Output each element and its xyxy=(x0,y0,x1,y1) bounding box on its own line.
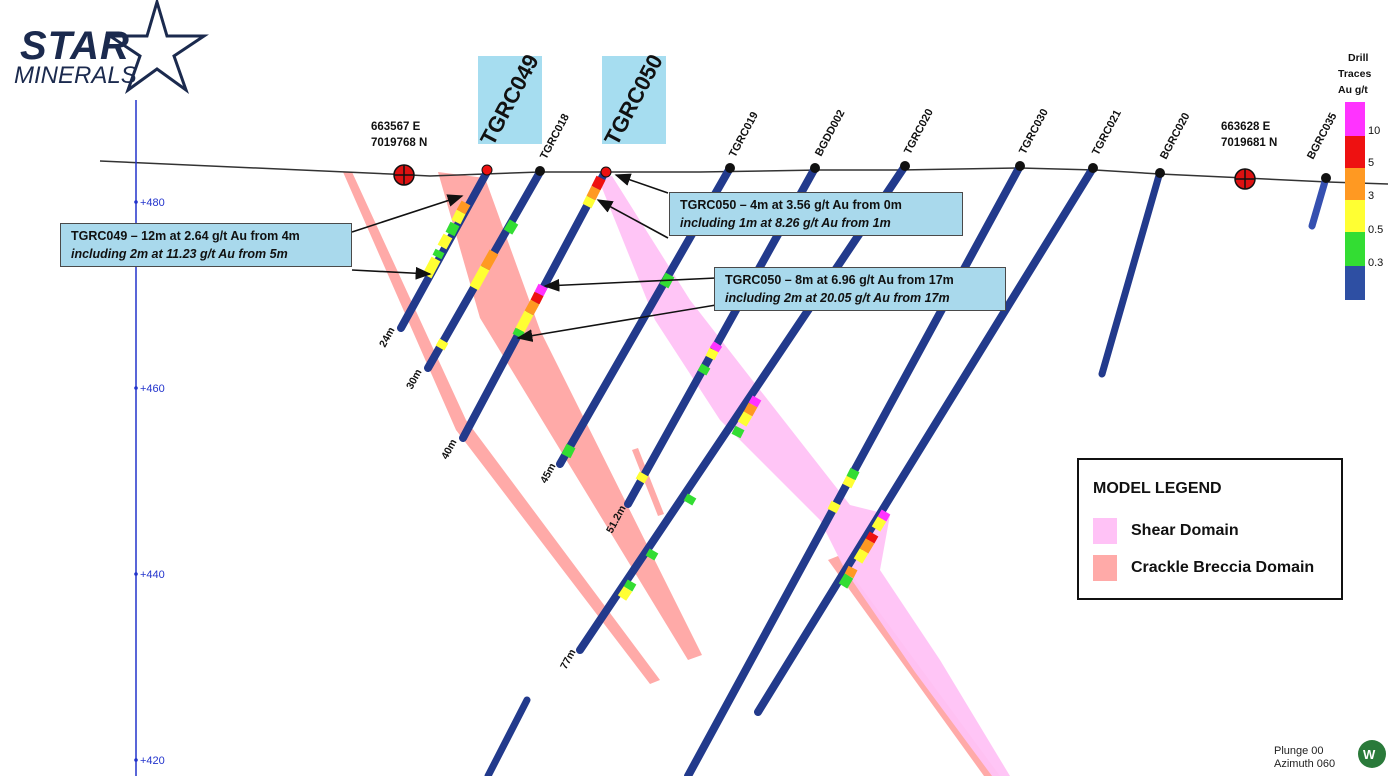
grid-marker-west xyxy=(393,164,415,186)
logo-line-2: MINERALS xyxy=(14,62,137,89)
topography-line xyxy=(99,160,1388,185)
depth-label-tgrc050: 40m xyxy=(439,437,459,461)
collars xyxy=(481,161,1331,183)
hole-label-tgrc030: TGRC030 xyxy=(1017,107,1051,156)
hole-label-bgrc035: BGRC035 xyxy=(1305,111,1339,161)
logo-line-1: STAR xyxy=(20,24,130,68)
shear-domain-swatch xyxy=(1093,518,1117,544)
collar-bgdd002 xyxy=(810,163,820,173)
hole-label-tgrc050-text: TGRC050 xyxy=(599,50,668,150)
grade-legend-title-2: Traces xyxy=(1338,68,1371,80)
model-legend-title: MODEL LEGEND xyxy=(1093,480,1222,497)
drill-hole-tgrc021 xyxy=(754,164,1097,716)
collar-tgrc030 xyxy=(1015,161,1025,171)
collar-northing-west: 7019768 N xyxy=(371,137,427,149)
grade-swatch-05-3 xyxy=(1345,200,1365,232)
logo: STAR MINERALS xyxy=(14,24,137,89)
collar-tgrc021 xyxy=(1088,163,1098,173)
collar-northing-east: 7019681 N xyxy=(1221,137,1277,149)
grade-break-05: 0.5 xyxy=(1368,224,1383,236)
hole-label-tgrc050: TGRC050 xyxy=(599,50,668,149)
collar-tgrc019 xyxy=(725,163,735,173)
azimuth-label: Azimuth 060 xyxy=(1274,758,1336,770)
grade-legend: Drill Traces Au g/t 10 5 3 0.5 0.3 xyxy=(1338,52,1383,300)
grade-break-10: 10 xyxy=(1368,125,1380,137)
hole-label-tgrc049: TGRC049 xyxy=(475,50,544,149)
plunge-label: Plunge 00 xyxy=(1274,745,1324,757)
crackle-breccia-label: Crackle Breccia Domain xyxy=(1131,559,1315,576)
depth-label-tgrc049: 24m xyxy=(377,325,397,349)
breccia-zone-1 xyxy=(343,172,660,684)
drill-hole-fragment xyxy=(484,696,531,780)
elevation-tick-480: +480 xyxy=(140,197,165,209)
hole-label-tgrc049-text: TGRC049 xyxy=(475,50,544,150)
breccia-zone-4 xyxy=(632,448,664,516)
grid-reference-markers: 663567 E 7019768 N 663628 E 7019681 N xyxy=(371,121,1277,190)
drill-hole-tgrc020 xyxy=(576,162,909,654)
callout-line-1: TGRC050 – 8m at 6.96 g/t Au from 17m xyxy=(725,273,954,287)
collar-bgrc020 xyxy=(1155,168,1165,178)
callout-line-1: TGRC050 – 4m at 3.56 g/t Au from 0m xyxy=(680,198,902,212)
grade-swatch-lt03 xyxy=(1345,266,1365,300)
svg-text:W: W xyxy=(1363,747,1376,762)
collar-bgrc035 xyxy=(1321,173,1331,183)
callout-line-2: including 2m at 20.05 g/t Au from 17m xyxy=(725,291,950,305)
collar-easting-west: 663567 E xyxy=(371,121,421,133)
hole-label-bgrc020: BGRC020 xyxy=(1158,111,1192,161)
view-orientation: Plunge 00 Azimuth 060 xyxy=(1274,745,1335,771)
depth-label-tgrc018: 30m xyxy=(404,367,424,391)
shear-domain-label: Shear Domain xyxy=(1131,522,1239,539)
crackle-breccia-swatch xyxy=(1093,555,1117,581)
callout-line-2: including 1m at 8.26 g/t Au from 1m xyxy=(680,216,891,230)
assay-intervals xyxy=(422,175,891,601)
model-legend: MODEL LEGEND Shear Domain Crackle Brecci… xyxy=(1077,458,1343,600)
grade-swatch-5-10 xyxy=(1345,136,1365,168)
callout-arrows xyxy=(351,173,717,342)
breccia-zone-2 xyxy=(438,172,702,660)
drill-hole-bgrc020 xyxy=(1098,168,1164,378)
grid-marker-east xyxy=(1234,168,1256,190)
orientation-compass-icon: W xyxy=(1358,740,1386,768)
hole-label-tgrc018: TGRC018 xyxy=(538,112,572,161)
shear-zone xyxy=(598,176,1010,776)
grade-swatch-03-05 xyxy=(1345,232,1365,266)
drill-hole-bgrc035 xyxy=(1308,174,1330,230)
grade-break-03: 0.3 xyxy=(1368,257,1383,269)
callout-line-2: including 2m at 11.23 g/t Au from 5m xyxy=(71,247,288,261)
intercept-callout-tgrc050-lower: TGRC050 – 8m at 6.96 g/t Au from 17m inc… xyxy=(714,267,1006,311)
grade-break-3: 3 xyxy=(1368,190,1374,202)
depth-label-tgrc020: 77m xyxy=(558,647,578,671)
callout-line-1: TGRC049 – 12m at 2.64 g/t Au from 4m xyxy=(71,229,300,243)
grade-swatch-gt10 xyxy=(1345,102,1365,136)
grade-swatch-3-5 xyxy=(1345,168,1365,200)
hole-label-tgrc021: TGRC021 xyxy=(1090,108,1124,157)
elevation-tick-460: +460 xyxy=(140,383,165,395)
collar-tgrc018 xyxy=(535,166,545,176)
hole-label-bgdd002: BGDD002 xyxy=(813,108,847,158)
collar-easting-east: 663628 E xyxy=(1221,121,1271,133)
hole-label-tgrc020: TGRC020 xyxy=(902,107,936,156)
depth-label-tgrc019: 45m xyxy=(538,461,558,485)
collar-tgrc050 xyxy=(600,166,612,178)
grade-legend-title-1: Drill xyxy=(1348,52,1369,64)
logo-star-icon xyxy=(105,0,209,95)
grade-break-5: 5 xyxy=(1368,157,1374,169)
elevation-axis: +480 +460 +440 +420 xyxy=(134,100,165,776)
drill-hole-tgrc049 xyxy=(397,168,491,332)
hole-label-tgrc019: TGRC019 xyxy=(727,110,761,159)
elevation-tick-420: +420 xyxy=(140,755,165,767)
shear-domain xyxy=(598,176,1010,776)
collar-tgrc020 xyxy=(900,161,910,171)
grade-legend-title-3: Au g/t xyxy=(1338,84,1368,96)
collar-tgrc049 xyxy=(481,164,493,176)
elevation-tick-440: +440 xyxy=(140,569,165,581)
intercept-callout-tgrc049: TGRC049 – 12m at 2.64 g/t Au from 4m inc… xyxy=(60,223,352,267)
intercept-callout-tgrc050-upper: TGRC050 – 4m at 3.56 g/t Au from 0m incl… xyxy=(669,192,963,236)
